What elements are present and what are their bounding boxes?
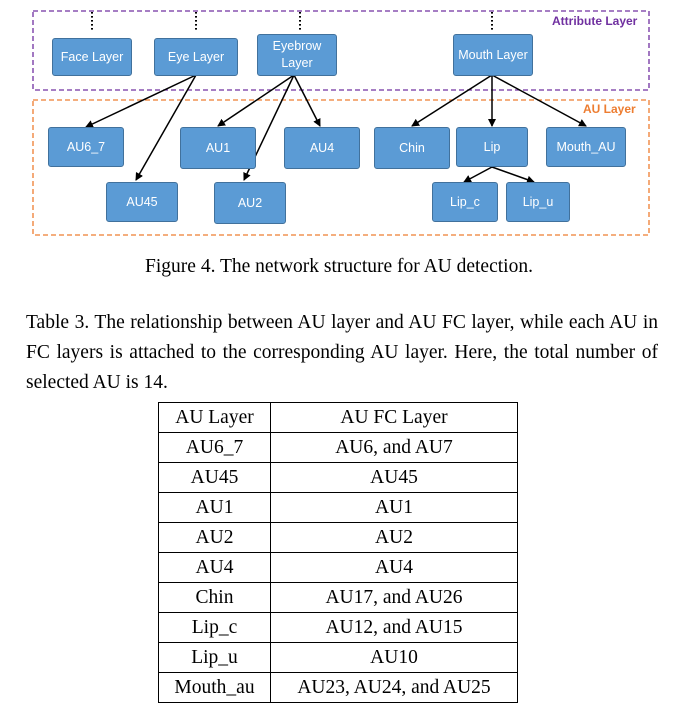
face-layer-node: Face Layer xyxy=(52,38,132,76)
cell-au-layer: Mouth_au xyxy=(158,672,271,703)
au-layer-box xyxy=(32,99,650,236)
cell-au-layer: AU4 xyxy=(158,552,271,583)
arrow-lip-to-lip-c xyxy=(463,166,493,183)
arrow-mouth-to-mouth-au xyxy=(491,74,587,127)
au4-node: AU4 xyxy=(284,127,360,169)
cell-au-layer: Lip_c xyxy=(158,612,271,643)
au-layer-label: AU Layer xyxy=(583,102,636,116)
arrow-lip-to-lip-u xyxy=(491,166,535,184)
eyebrow-layer-node: Eyebrow Layer xyxy=(257,34,337,76)
cell-au-fc-layer: AU23, AU24, and AU25 xyxy=(270,672,518,703)
figure-caption: Figure 4. The network structure for AU d… xyxy=(145,256,533,277)
cell-au-fc-layer: AU2 xyxy=(270,522,518,553)
cell-au-layer: Chin xyxy=(158,582,271,613)
arrow-eyebrow-to-au1 xyxy=(217,74,295,127)
arrow-eye-to-au6-7 xyxy=(85,74,197,128)
cell-au-fc-layer: AU6, and AU7 xyxy=(270,432,518,463)
arrow-mouth-to-chin xyxy=(411,74,493,127)
attribute-layer-box xyxy=(32,10,650,91)
cell-au-layer: AU45 xyxy=(158,462,271,493)
cell-au-fc-layer: AU1 xyxy=(270,492,518,523)
cell-au-layer: AU6_7 xyxy=(158,432,271,463)
lip-u-node: Lip_u xyxy=(506,182,570,222)
cell-au-fc-layer: AU45 xyxy=(270,462,518,493)
cell-au-fc-layer: AU17, and AU26 xyxy=(270,582,518,613)
eye-layer-node: Eye Layer xyxy=(154,38,238,76)
arrow-eye-to-au45 xyxy=(135,74,197,181)
cell-au-layer: AU1 xyxy=(158,492,271,523)
chin-node: Chin xyxy=(374,127,450,169)
cell-au-layer: AU2 xyxy=(158,522,271,553)
cell-au-layer: Lip_u xyxy=(158,642,271,673)
attribute-layer-label: Attribute Layer xyxy=(552,14,638,28)
cell-au-fc-layer: AU10 xyxy=(270,642,518,673)
mouth-layer-node: Mouth Layer xyxy=(453,34,533,76)
arrow-eyebrow-to-au4 xyxy=(293,74,321,127)
lip-c-node: Lip_c xyxy=(432,182,498,222)
au1-node: AU1 xyxy=(180,127,256,169)
au6-7-node: AU6_7 xyxy=(48,127,124,167)
header-au-fc-layer: AU FC Layer xyxy=(270,402,518,433)
continuation-dots xyxy=(91,12,493,30)
lip-node: Lip xyxy=(456,127,528,167)
header-au-layer: AU Layer xyxy=(158,402,271,433)
au2-node: AU2 xyxy=(214,182,286,224)
cell-au-fc-layer: AU12, and AU15 xyxy=(270,612,518,643)
au45-node: AU45 xyxy=(106,182,178,222)
cell-au-fc-layer: AU4 xyxy=(270,552,518,583)
table-header-row: AU Layer AU FC Layer xyxy=(158,402,518,433)
network-diagram xyxy=(32,10,650,236)
table-caption: Table 3. The relationship between AU lay… xyxy=(26,312,658,393)
mouth-au-node: Mouth_AU xyxy=(546,127,626,167)
